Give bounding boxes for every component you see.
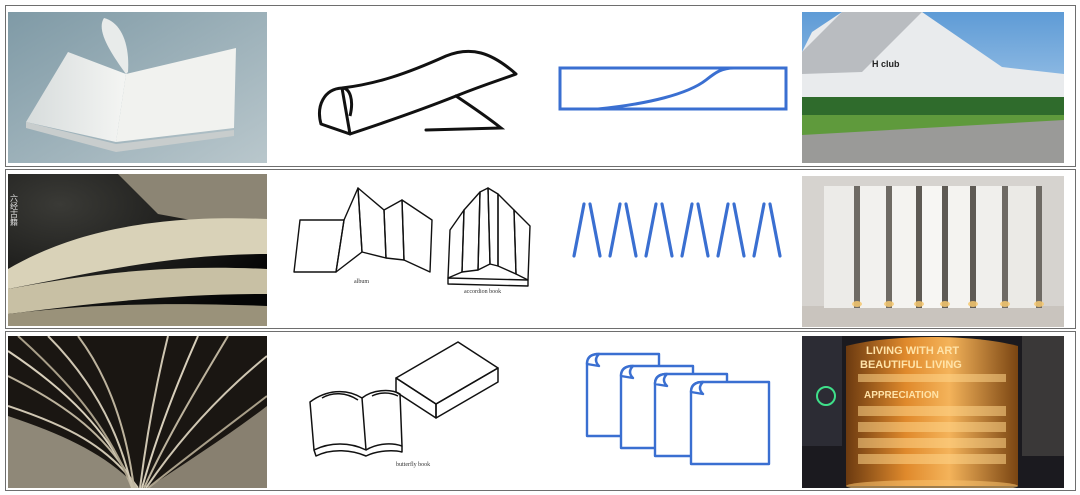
cylinder-line-1: LIVING WITH ART [866, 345, 959, 357]
butterfly-caption: butterfly book [396, 461, 430, 468]
cylinder-line-3: APPRECIATION [864, 390, 939, 401]
vertical-title-text: 六经古籍 [10, 193, 19, 227]
butterfly-book-sketch: butterfly book [302, 338, 502, 468]
folded-books-sketch: album accordion book [292, 180, 537, 298]
stacked-pages-diagram [583, 352, 773, 466]
zigzag-folds-diagram [570, 202, 790, 258]
cylinder-line-2: BEAUTIFUL LIVING [860, 359, 962, 371]
accordion-caption: accordion book [464, 289, 501, 295]
curled-page-sketch [306, 44, 521, 139]
row-butterfly: butterfly book [5, 331, 1076, 491]
lettered-cylinder-photo: LIVING WITH ART BEAUTIFUL LIVING APPRECI… [802, 336, 1064, 488]
folding-panel-wall-photo [802, 176, 1064, 327]
album-caption: album [354, 279, 369, 285]
club-sign: H club [872, 59, 900, 69]
open-book-pages-photo [8, 12, 267, 163]
ancient-book-pages-photo: 六经古籍 [8, 174, 267, 326]
fanned-pages-photo [8, 336, 267, 488]
curve-in-rectangle-diagram [558, 66, 788, 112]
row-accordion: 六经古籍 album accordion book [5, 169, 1076, 329]
row-curl: H club [5, 5, 1076, 167]
club-building-photo: H club [802, 12, 1064, 163]
